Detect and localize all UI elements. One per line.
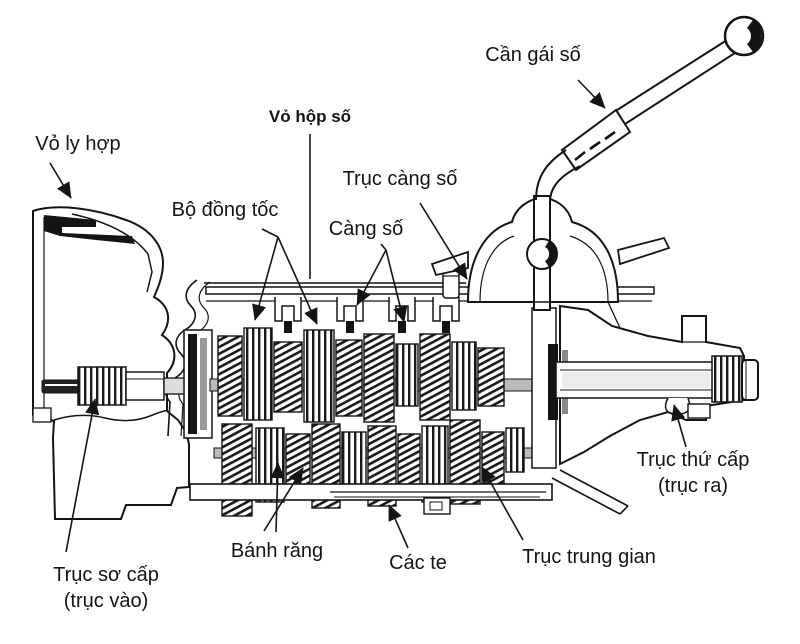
- extension-housing-drawing: [548, 301, 759, 466]
- leader-shift-fork-b: [385, 249, 408, 323]
- gearbox-case-drawing: [189, 267, 655, 515]
- leader-shift-fork-shaft: [419, 202, 468, 280]
- gear-lever-label: Cần gái số: [485, 44, 581, 66]
- shift-tower-drawing: [430, 195, 671, 311]
- input-shaft-label-line1: Trục sơ cấp: [53, 564, 159, 586]
- shift-fork-label: Càng số: [328, 218, 404, 240]
- input-shaft-label: Trục sơ cấp (trục vào): [28, 562, 184, 614]
- oil-pan-label: Các te: [389, 552, 447, 574]
- leader-oil-pan: [388, 504, 409, 549]
- leader-lines: [49, 79, 687, 553]
- gearbox-housing-label: Vỏ hộp số: [268, 107, 352, 126]
- countershaft-label: Trục trung gian: [522, 546, 656, 568]
- gears-drawing: [217, 327, 525, 517]
- leader-shift-fork-stem: [380, 243, 387, 251]
- synchronizer-label: Bộ đồng tốc: [171, 199, 279, 221]
- output-shaft-label-line2: (trục ra): [658, 475, 728, 497]
- gear-lever-drawing: [535, 15, 765, 203]
- leader-synchronizer-stem: [261, 228, 279, 238]
- leader-input-shaft: [65, 398, 100, 553]
- leader-shift-fork-a: [356, 249, 387, 306]
- gears-label: Bánh răng: [230, 540, 324, 562]
- bearing-retainer-drawing: [183, 329, 213, 439]
- input-shaft-label-line2: (trục vào): [63, 590, 149, 612]
- shift-fork-shaft-label: Trục càng số: [342, 168, 458, 190]
- clutch-housing-label: Vỏ ly hợp: [35, 133, 121, 155]
- leader-clutch-housing: [49, 162, 72, 199]
- leader-output-shaft: [671, 404, 687, 448]
- leader-synchronizer-b: [277, 236, 318, 325]
- leader-synchronizer-a: [252, 236, 279, 321]
- output-shaft-label-line1: Trục thứ cấp: [636, 449, 750, 471]
- shift-fork-brackets-drawing: [274, 297, 460, 333]
- leader-gear-lever: [577, 79, 606, 109]
- output-shaft-drawing: [555, 355, 759, 403]
- output-shaft-label: Trục thứ cấp (trục ra): [612, 447, 774, 499]
- leader-gears-b: [270, 462, 285, 533]
- leader-countershaft: [481, 466, 524, 541]
- leader-gears-a: [263, 467, 304, 532]
